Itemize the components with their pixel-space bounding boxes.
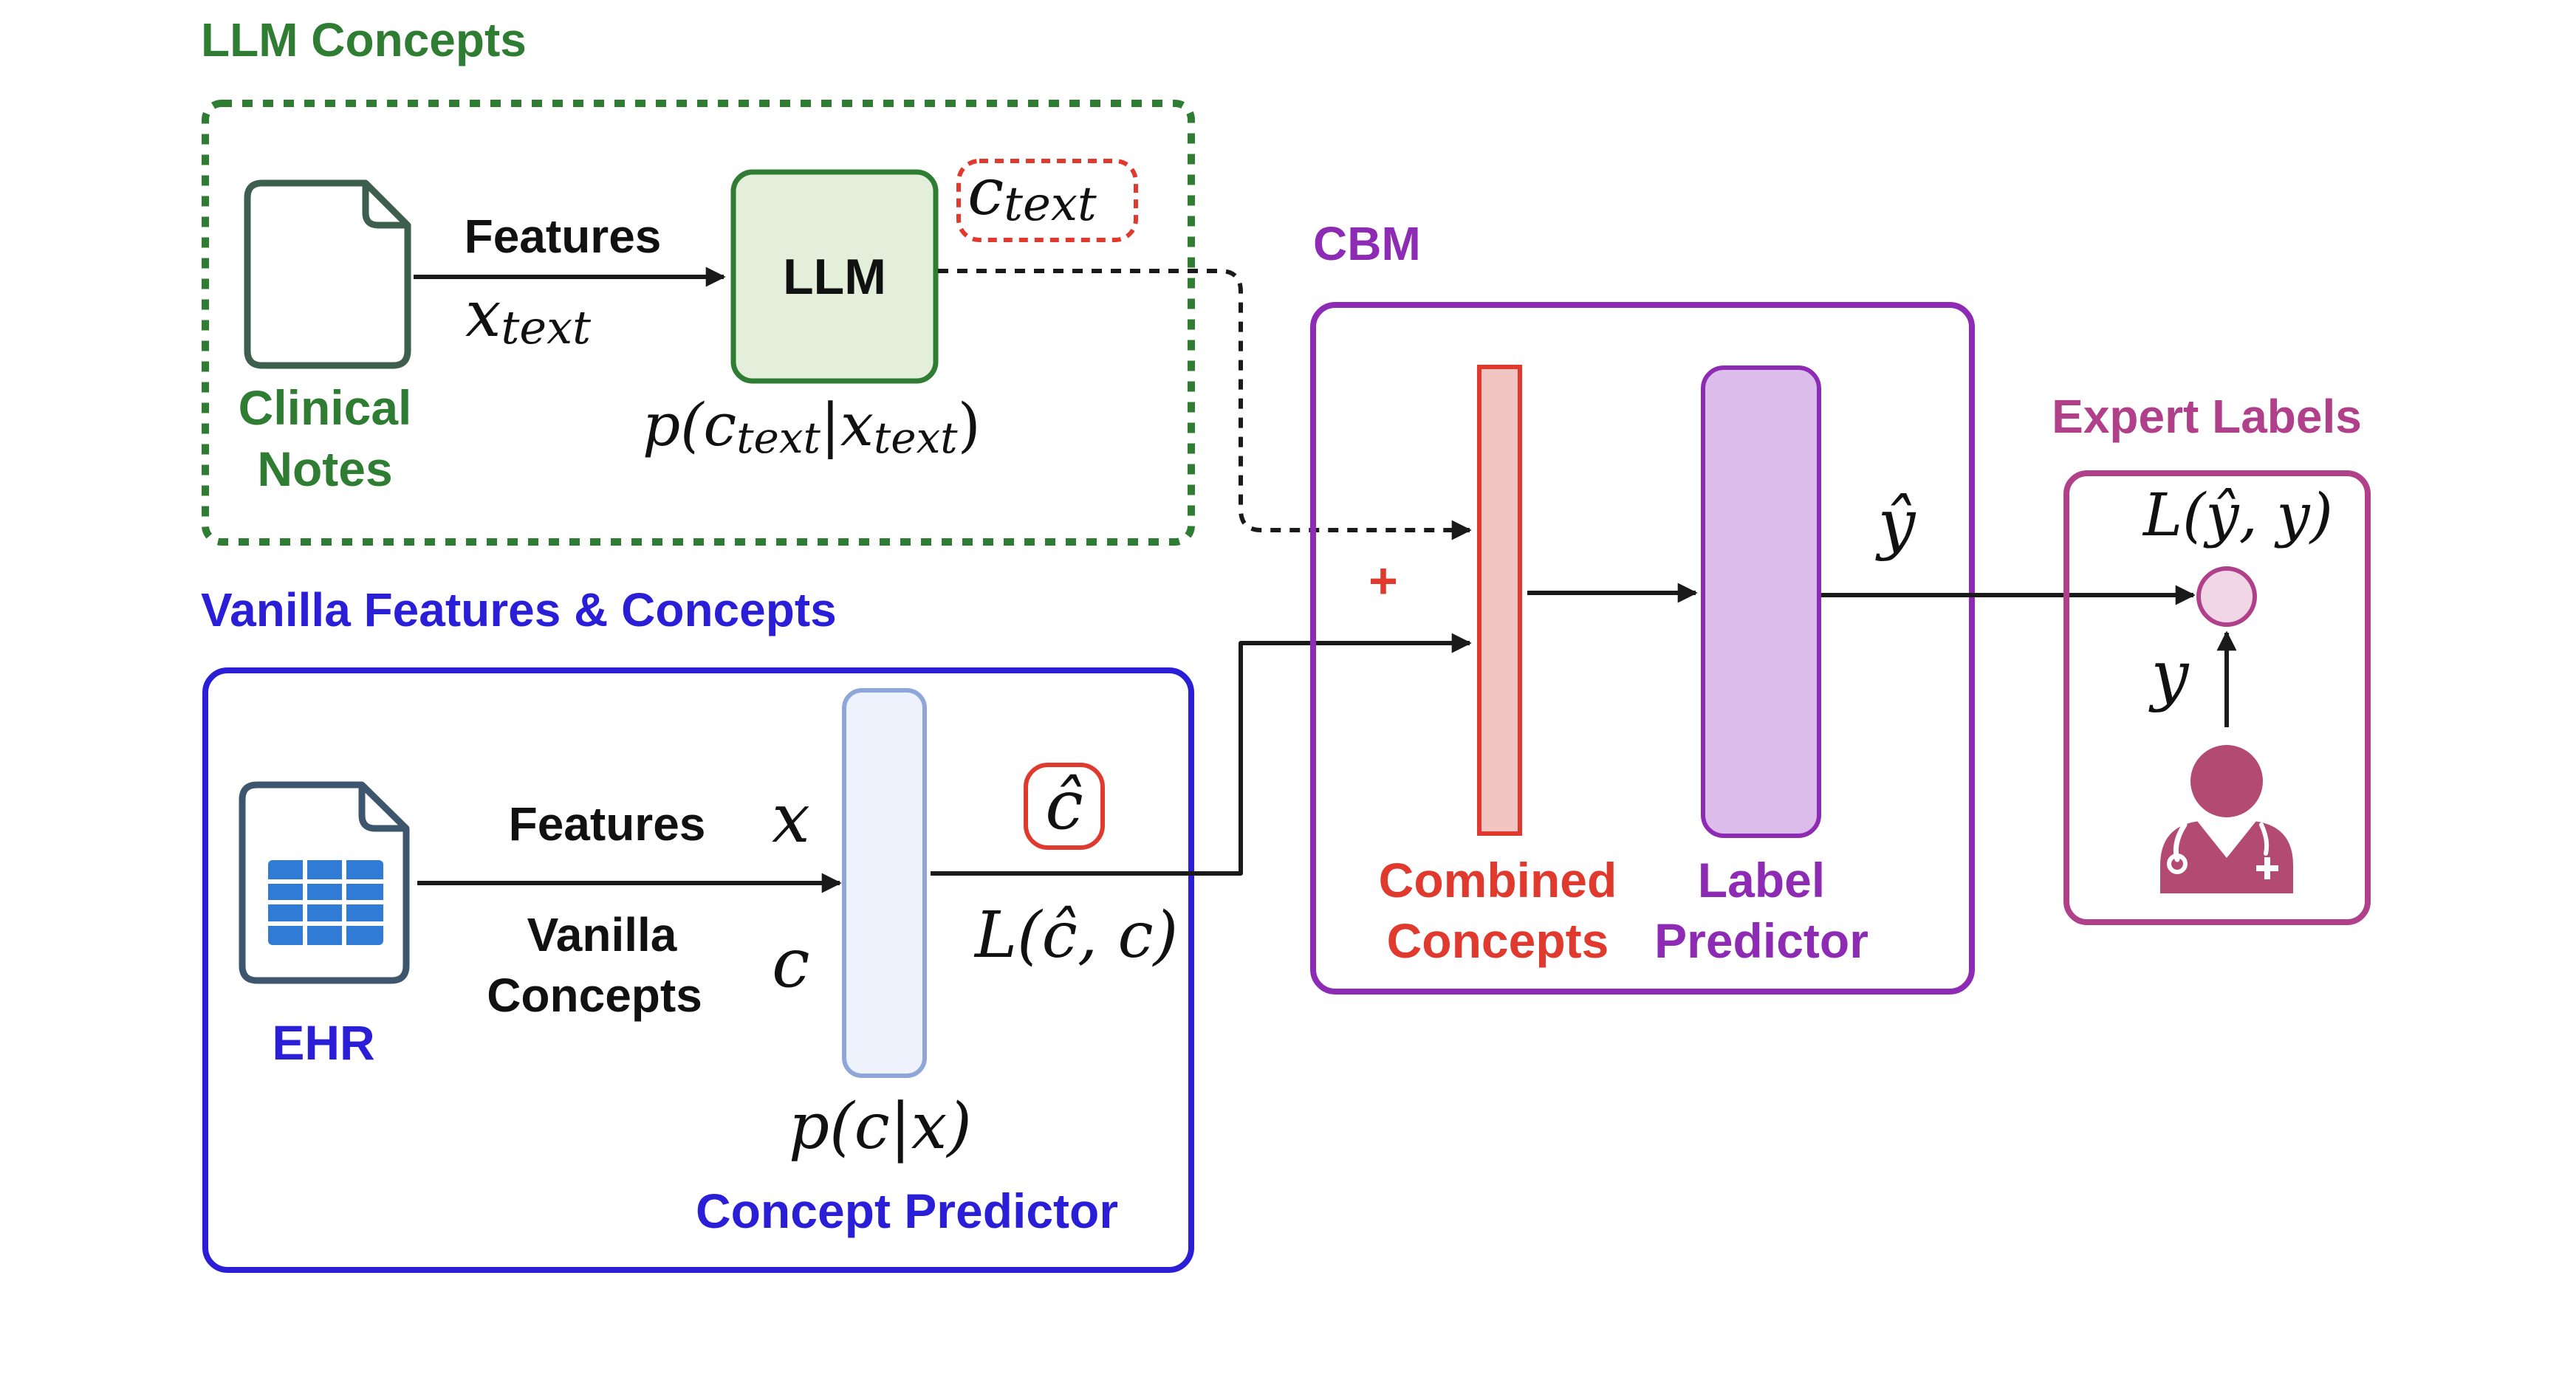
vanilla-group-title: Vanilla Features & Concepts [201,583,837,636]
doctor-icon [2160,745,2293,893]
predictor-to-combined-arrow [931,633,1472,876]
x-symbol: x [772,779,810,858]
expert-loss-formula: L(ŷ, y) [2142,481,2333,549]
llm-concepts-box [202,100,1195,546]
concept-predictor-label: Concept Predictor [696,1184,1118,1238]
combined-concepts-label-line2: Concepts [1387,913,1609,968]
llm-probability-formula: p(ctext|xtext) [643,391,981,463]
llm-box [730,169,939,384]
clinical-notes-label-line1: Clinical [239,380,412,435]
llm-to-combined-dashed-arrow [938,269,1472,540]
spreadsheet-icon [239,781,410,984]
plus-symbol: + [1368,553,1398,609]
ehr-label: EHR [272,1015,374,1070]
clinical-notes-label-line2: Notes [257,442,392,496]
combined-concepts-bar [1477,365,1522,836]
expert-labels-title: Expert Labels [2052,390,2362,443]
concept-predictor-probability: p(c|x) [789,1090,972,1164]
y-symbol: y [2148,636,2190,714]
c-hat-symbol: ĉ [1045,766,1083,845]
label-predictor-label-line2: Predictor [1654,913,1868,968]
vanilla-group-box [202,667,1194,1273]
llm-features-label: Features [465,210,662,263]
llm-concepts-title: LLM Concepts [201,13,527,66]
c-text-symbol: ctext [967,154,1097,232]
label-predictor-bar [1701,365,1821,838]
c-text-badge [956,159,1138,242]
document-icon [244,179,411,369]
cbm-title: CBM [1313,217,1421,270]
vanilla-concepts-label-line1: Vanilla [527,908,677,961]
vanilla-features-label: Features [509,797,706,851]
loss-node [2196,566,2257,627]
c-symbol: c [772,924,810,1003]
c-hat-badge [1024,763,1105,850]
cbm-box [1310,302,1975,995]
x-text-symbol: xtext [465,278,591,354]
label-predictor-label-line1: Label [1698,853,1825,907]
concept-predictor-bar [842,688,927,1078]
vanilla-concepts-label-line2: Concepts [487,969,702,1022]
llm-box-label: LLM [783,249,886,305]
concept-loss-formula: L(ĉ, c) [973,899,1178,972]
y-hat-symbol: ŷ [1875,485,1916,563]
expert-labels-box [2063,470,2371,925]
combined-concepts-label-line1: Combined [1379,853,1617,907]
